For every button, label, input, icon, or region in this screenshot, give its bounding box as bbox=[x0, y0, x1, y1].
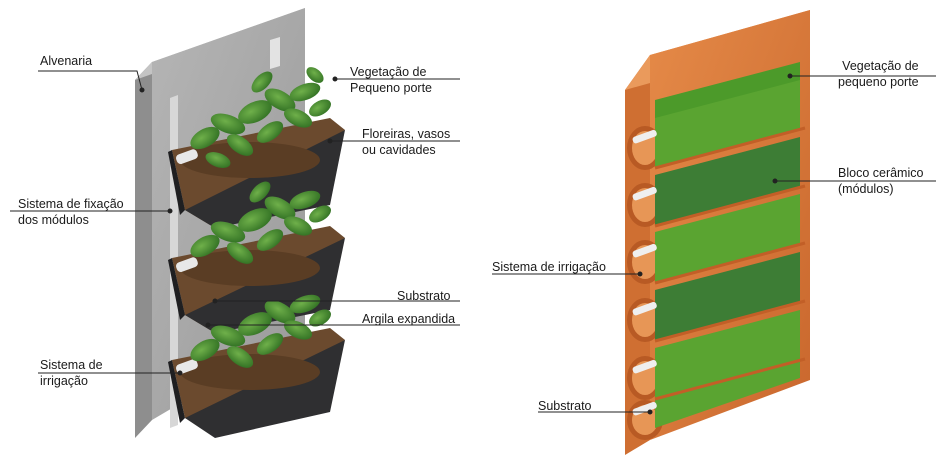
left-green-wall bbox=[135, 8, 345, 438]
planter-module-2 bbox=[168, 181, 345, 333]
planter-module-3 bbox=[168, 294, 345, 438]
module-row-4 bbox=[627, 252, 800, 342]
right-green-wall bbox=[625, 10, 810, 455]
label-irrigacao-left: Sistema de irrigação bbox=[40, 358, 103, 388]
label-substrato-left: Substrato bbox=[397, 289, 451, 303]
foliage-2 bbox=[190, 181, 331, 264]
right-leader-lines bbox=[492, 73, 936, 415]
module-row-2 bbox=[627, 137, 800, 227]
label-fixacao: Sistema de fixação dos módulos bbox=[18, 197, 124, 227]
ceramic-module-rows bbox=[627, 80, 800, 440]
module-row-6 bbox=[627, 357, 800, 440]
left-leader-lines bbox=[10, 70, 460, 376]
foliage-1 bbox=[190, 67, 331, 168]
label-argila: Argila expandida bbox=[362, 312, 456, 326]
label-floreiras: Floreiras, vasos ou cavidades bbox=[362, 127, 451, 157]
leader-alvenaria bbox=[38, 70, 143, 91]
label-vegetacao-right: Vegetação de pequeno porte bbox=[838, 59, 919, 89]
module-row-3 bbox=[627, 194, 800, 284]
label-bloco: Bloco cerâmico (módulos) bbox=[838, 166, 924, 196]
fixing-rail-top bbox=[270, 37, 280, 69]
module-row-1 bbox=[627, 80, 800, 170]
label-substrato-right: Substrato bbox=[538, 399, 592, 413]
label-vegetacao-left: Vegetação de Pequeno porte bbox=[350, 65, 433, 95]
shelf-edges bbox=[654, 126, 806, 401]
module-row-5 bbox=[627, 310, 800, 400]
masonry-wall-side bbox=[135, 62, 152, 438]
label-alvenaria: Alvenaria bbox=[40, 54, 93, 68]
label-irrigacao-right: Sistema de irrigação bbox=[492, 260, 606, 274]
